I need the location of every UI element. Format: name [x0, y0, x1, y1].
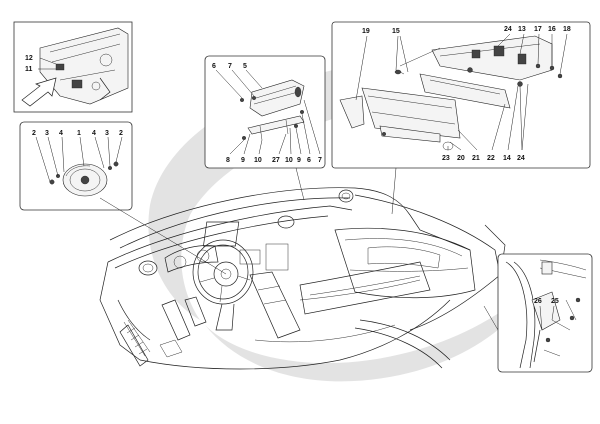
callout-7-top: 7 [228, 63, 232, 70]
callout-24-bottom: 24 [517, 155, 525, 162]
callout-12: 12 [25, 55, 33, 62]
callout-6-bottom: 6 [307, 157, 311, 164]
callout-7-bottom: 7 [318, 157, 322, 164]
panel-passenger-airbag: 6 7 5 8 9 10 27 10 9 6 7 [204, 55, 326, 201]
callout-26: 26 [534, 298, 542, 305]
callout-16: 16 [548, 26, 556, 33]
callout-27: 27 [272, 157, 280, 164]
callout-22: 22 [487, 155, 495, 162]
callout-25: 25 [551, 298, 559, 305]
callout-24-top: 24 [504, 26, 512, 33]
panel-side-curtain-airbag: 19 15 24 13 17 16 18 23 20 21 22 14 24 [331, 21, 591, 215]
callout-19: 19 [362, 28, 370, 35]
panel-dash-crossmember: 12 11 [13, 21, 133, 113]
callout-2-right: 2 [119, 130, 123, 137]
callout-3-left: 3 [45, 130, 49, 137]
callout-5: 5 [243, 63, 247, 70]
callout-10-left: 10 [254, 157, 262, 164]
callout-9-left: 9 [241, 157, 245, 164]
callout-4-left: 4 [59, 130, 63, 137]
callout-20: 20 [457, 155, 465, 162]
callout-13: 13 [518, 26, 526, 33]
callout-15: 15 [392, 28, 400, 35]
callout-21: 21 [472, 155, 480, 162]
callout-1: 1 [77, 130, 81, 137]
callout-14: 14 [503, 155, 511, 162]
callout-18: 18 [563, 26, 571, 33]
callout-2-left: 2 [32, 130, 36, 137]
callout-8: 8 [226, 157, 230, 164]
callout-23: 23 [442, 155, 450, 162]
panel-door-pillar: 26 25 [483, 253, 593, 373]
callout-9-right: 9 [297, 157, 301, 164]
callout-4-right: 4 [92, 130, 96, 137]
callout-11: 11 [25, 66, 33, 73]
callout-3-right: 3 [105, 130, 109, 137]
callout-10-right: 10 [285, 157, 293, 164]
callout-6-top: 6 [212, 63, 216, 70]
callout-17: 17 [534, 26, 542, 33]
panel-driver-airbag: 2 3 4 1 4 3 2 [19, 121, 227, 275]
car-interior [99, 187, 506, 370]
